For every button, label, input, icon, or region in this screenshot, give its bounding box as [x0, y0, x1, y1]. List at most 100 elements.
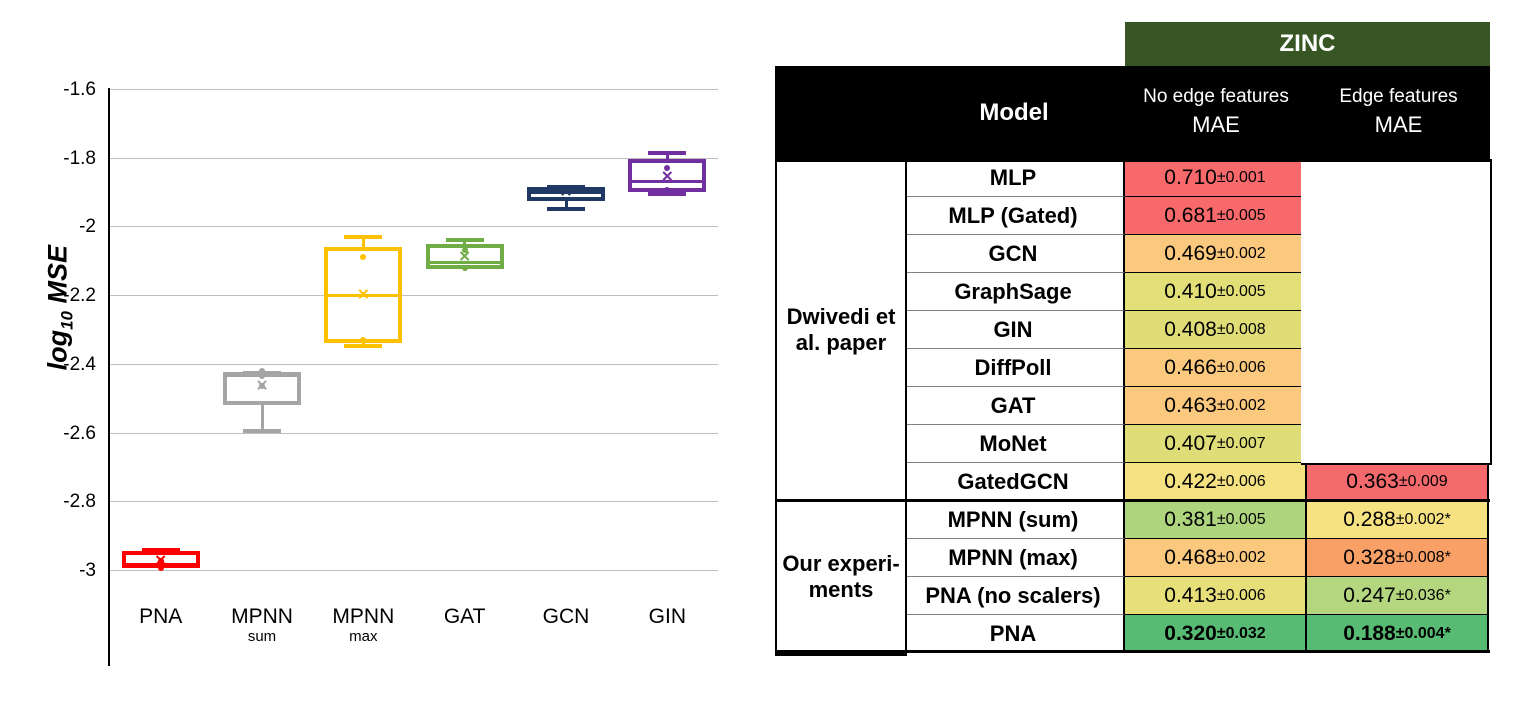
whisker-cap-upper: [648, 150, 687, 155]
results-table: ZINC Model No edge features MAE Edge fea…: [766, 0, 1526, 720]
boxplot-mpnn-max: ✕: [110, 89, 718, 570]
median-line: [121, 563, 200, 567]
y-axis-tick-label: -2.2: [63, 285, 96, 307]
mae-edge-cell: 0.288±0.002*: [1307, 501, 1489, 539]
y-axis-tick-label: -2: [79, 216, 96, 238]
mae-value: 0.363: [1346, 469, 1399, 493]
edge-features-empty-block: [1301, 159, 1492, 465]
mae-no-edge-cell: 0.463±0.002: [1125, 387, 1307, 425]
mae-error: ±0.002*: [1395, 510, 1451, 528]
mae-value: 0.188: [1343, 621, 1396, 645]
whisker-cap-lower: [243, 428, 281, 433]
gridline: [110, 157, 718, 159]
mae-no-edge-cell: 0.410±0.005: [1125, 273, 1307, 311]
gridline: [110, 226, 718, 228]
column-header-edge-features-metric: MAE: [1374, 112, 1423, 138]
x-axis-tick-label-sub: sum: [247, 628, 277, 646]
mae-error: ±0.007: [1216, 434, 1266, 452]
y-axis-title-subscript: 10: [57, 310, 77, 330]
model-name-cell: PNA: [903, 615, 1125, 653]
mae-no-edge-cell: 0.413±0.006: [1125, 577, 1307, 615]
mae-value: 0.466: [1164, 355, 1217, 379]
mae-error: ±0.008: [1216, 320, 1266, 338]
column-header-edge-features-label: Edge features: [1339, 85, 1458, 107]
data-point: [157, 548, 164, 555]
mae-no-edge-cell: 0.381±0.005: [1125, 501, 1307, 539]
data-point: [461, 264, 468, 271]
model-name-cell: MPNN (max): [903, 539, 1125, 577]
model-name-cell: DiffPoll: [903, 349, 1125, 387]
x-axis-tick-label-main: PNA: [139, 605, 183, 628]
column-header-no-edge-features-label: No edge features: [1143, 85, 1289, 107]
data-point: [157, 558, 164, 565]
mae-edge-cell: 0.363±0.009: [1307, 463, 1489, 501]
x-axis-tick-label-sub: max: [349, 628, 378, 646]
row-group-dwivedi: Dwivedi et al. paper: [775, 159, 907, 504]
model-name-cell: GIN: [903, 311, 1125, 349]
mae-value: 0.710: [1164, 165, 1217, 189]
model-name-cell: GAT: [903, 387, 1125, 425]
mae-error: ±0.005: [1216, 282, 1266, 300]
mae-no-edge-cell: 0.422±0.006: [1125, 463, 1307, 501]
mae-value: 0.381: [1164, 507, 1217, 531]
y-axis-tick-label: -1.8: [63, 147, 96, 169]
mae-value: 0.681: [1164, 203, 1217, 227]
gridline: [110, 432, 718, 434]
mae-error: ±0.006: [1216, 472, 1266, 490]
gridline: [110, 363, 718, 365]
mae-no-edge-cell: 0.407±0.007: [1125, 425, 1307, 463]
column-header-model: Model: [979, 98, 1049, 126]
mae-edge-cell: 0.247±0.036*: [1307, 577, 1489, 615]
mae-error: ±0.009: [1398, 472, 1448, 490]
mae-no-edge-cell: 0.468±0.002: [1125, 539, 1307, 577]
mae-error: ±0.002: [1216, 244, 1266, 262]
mae-value: 0.407: [1164, 431, 1217, 455]
data-point: [360, 336, 367, 343]
median-line: [425, 261, 504, 264]
data-point: [360, 254, 367, 261]
mae-no-edge-cell: 0.408±0.008: [1125, 311, 1307, 349]
data-point: [259, 367, 265, 374]
mae-value: 0.328: [1343, 545, 1396, 569]
data-point: [461, 247, 468, 254]
mae-no-edge-cell: 0.681±0.005: [1125, 197, 1307, 235]
gridline: [110, 570, 718, 571]
model-name-cell: MLP (Gated): [903, 197, 1125, 235]
data-point: [664, 165, 671, 172]
mae-error: ±0.006: [1216, 358, 1266, 376]
gridline: [110, 501, 718, 503]
x-axis-tick-label: GIN: [607, 605, 727, 628]
mae-error: ±0.001: [1216, 168, 1266, 186]
boxplot-gat: ✕: [110, 89, 718, 570]
boxplot-chart: log10 MSE -1.6-1.8-2-2.2-2.4-2.6-2.8-3 ✕…: [0, 0, 760, 720]
whisker-lower: [260, 405, 264, 433]
whisker-cap-upper: [445, 238, 484, 243]
mae-error: ±0.004*: [1395, 624, 1451, 642]
data-point: [259, 372, 265, 379]
model-name-cell: PNA (no scalers): [903, 577, 1125, 615]
mae-value: 0.410: [1164, 279, 1217, 303]
median-line: [324, 293, 403, 297]
column-header-no-edge-features: No edge features MAE: [1125, 66, 1307, 159]
whisker-lower: [564, 200, 568, 211]
mae-error: ±0.032: [1216, 624, 1266, 642]
mae-value: 0.247: [1343, 583, 1396, 607]
data-point: [259, 383, 265, 390]
mae-value: 0.463: [1164, 393, 1217, 417]
x-axis-tick-label-main: GCN: [542, 605, 590, 628]
mae-no-edge-cell: 0.466±0.006: [1125, 349, 1307, 387]
mean-marker: ✕: [559, 183, 573, 201]
row-group-our-experiments: Our experi-ments: [775, 501, 907, 656]
group-separator-middle: [775, 499, 1490, 502]
y-axis-tick-label: -2.4: [63, 353, 96, 375]
mae-edge-cell: 0.188±0.004*: [1307, 615, 1489, 653]
table-header-row: Model No edge features MAE Edge features…: [775, 66, 1490, 159]
median-line: [628, 180, 707, 184]
model-name-cell: MLP: [903, 159, 1125, 197]
mean-marker: ✕: [154, 552, 167, 570]
mae-value: 0.408: [1164, 317, 1217, 341]
